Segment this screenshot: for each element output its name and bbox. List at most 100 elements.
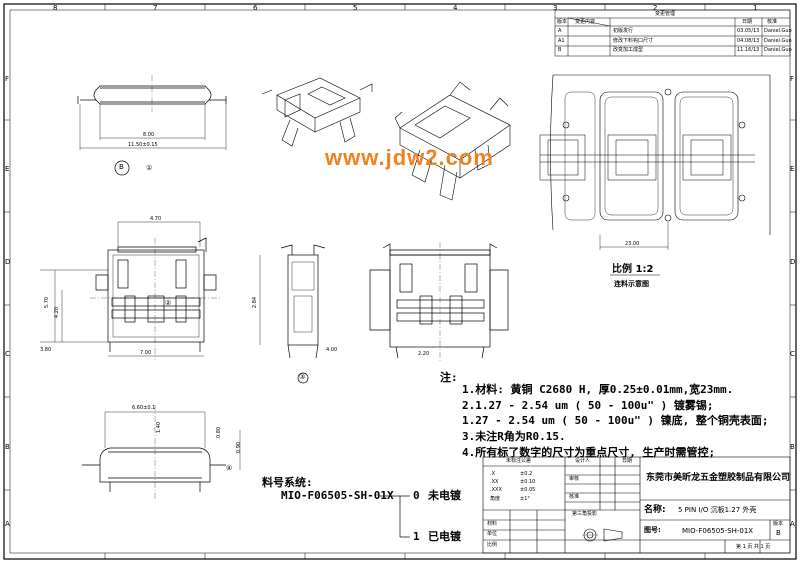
unit-label: 单位: [487, 531, 498, 537]
material-label: 材料: [487, 521, 498, 527]
strip-diagram: [539, 74, 771, 276]
zone-label: 2: [653, 4, 658, 12]
zone-label: 3: [553, 4, 558, 12]
tolerance-value: ±0.10: [520, 479, 536, 485]
zone-label: B: [5, 443, 10, 451]
projection-label: 第三角投影: [572, 511, 598, 517]
revision-date: 04.08/13: [737, 38, 760, 44]
note-item: 4.所有标了数字的尺寸为重点尺寸, 生产时需管控;: [462, 446, 716, 459]
revision-by: Daniel.Guo: [764, 38, 792, 44]
part-option-code: 1: [413, 530, 420, 543]
notes-title: 注:: [440, 371, 458, 384]
zone-label: D: [790, 258, 796, 266]
version-label: 版本: [773, 521, 784, 527]
revision-desc: 初版发行: [613, 28, 634, 34]
view-balloon: ④: [226, 464, 233, 472]
part-series-number: MIO-F06505-SH-01X: [281, 489, 394, 502]
part-option-desc: 未电镀: [428, 489, 461, 502]
part-series-bracket: [380, 495, 410, 538]
dimension-label: 6.60±0.1: [132, 405, 156, 411]
tolerance-value: ±0.05: [520, 487, 536, 493]
dimension-label: 0.80: [216, 426, 223, 439]
zone-label: A: [790, 520, 795, 528]
revision-header: 日期: [742, 19, 753, 25]
bottom-view: [82, 405, 241, 500]
revision-date: 03.05/13: [737, 28, 760, 34]
company-name: 东莞市美昕龙五金塑胶制品有限公司: [646, 473, 791, 483]
revision-by: Daniel.Guo: [764, 47, 792, 53]
note-item: 1.材料: 黄铜 C2680 H, 厚0.25±0.01mm,宽23mm.: [462, 383, 734, 396]
revision-header: 变更内容: [575, 19, 596, 25]
watermark-text: www.jdw2.com: [325, 145, 494, 170]
tolerance-label: 角度: [490, 496, 501, 502]
tolerance-title: 未标注公差: [506, 458, 532, 464]
zone-label: 7: [153, 4, 158, 12]
zone-label: C: [5, 350, 10, 358]
drawing-no-label: 图号:: [644, 526, 661, 534]
zone-label: D: [5, 258, 11, 266]
strip-diagram-label: 连料示意图: [614, 280, 649, 288]
dimension-label: 3.80: [40, 347, 52, 353]
scale-cell-label: 比例: [487, 542, 498, 548]
dimension-label: 2.20: [418, 351, 430, 357]
zone-label: 1: [753, 4, 758, 12]
zone-label: 8: [53, 4, 58, 12]
tolerance-value: ±1°: [520, 496, 530, 502]
zone-label: A: [5, 520, 10, 528]
dimension-label: 8.00: [143, 132, 155, 138]
revision-desc: 改变加工成型: [613, 47, 644, 53]
revision-by: Daniel.Guo: [764, 28, 792, 34]
zone-label: F: [790, 75, 795, 83]
part-series-label: 料号系统:: [262, 476, 313, 489]
tolerance-value: ±0.2: [520, 471, 533, 477]
dimension-label: 5.70: [44, 296, 51, 309]
zone-label: E: [5, 165, 10, 173]
isometric-view-1: [261, 77, 373, 147]
dimension-label: 23.00: [625, 241, 640, 247]
tolerance-label: .XXX: [490, 487, 502, 493]
part-option-code: 0: [413, 489, 420, 502]
side-view-3: [259, 244, 326, 384]
revision-header: 版本: [557, 19, 568, 25]
revision-rev: B: [558, 47, 562, 53]
date-label: 日期: [622, 458, 633, 464]
revision-desc: 修改下料钩口尺寸: [613, 38, 654, 44]
revision-header: 核准: [767, 19, 778, 25]
tolerance-label: .XX: [490, 479, 499, 485]
revision-rev: A: [558, 28, 562, 34]
tolerance-label: .X: [490, 471, 496, 477]
scale-label: 比例 1:2: [612, 264, 654, 275]
zone-label: 4: [453, 4, 458, 12]
revision-rev: A1: [558, 38, 565, 44]
dimension-label: 4.00: [326, 347, 338, 353]
revision-date: 11.16/13: [737, 47, 760, 53]
name-label: 名称:: [644, 505, 666, 515]
dimension-label: 7.00: [140, 350, 152, 356]
zone-label: 6: [253, 4, 258, 12]
rear-view: [369, 242, 509, 362]
checked-label: 审核: [569, 476, 580, 482]
dimension-label: 0.90: [236, 441, 243, 454]
dimension-label: 1.40: [156, 421, 163, 434]
zone-label: F: [5, 75, 10, 83]
revision-table-grid: [554, 9, 791, 57]
part-name: 5 PIN I/O 沉板1.27 外壳: [678, 506, 757, 514]
zone-label: E: [790, 165, 795, 173]
front-view-top: [77, 75, 227, 176]
approved-label: 核准: [569, 494, 580, 500]
version-value: B: [776, 529, 781, 537]
view-balloon: ①: [146, 164, 153, 172]
note-item: 3.未注R角为R0.15.: [462, 430, 566, 443]
dimension-label: 11.50±0.15: [128, 142, 158, 148]
note-item: 2.1.27 - 2.54 um ( 50 - 100u" ) 镀雾锡;: [462, 399, 714, 412]
revision-table-title: 变更管理: [655, 11, 676, 17]
zone-label: C: [790, 350, 795, 358]
zone-label: B: [790, 443, 795, 451]
drawing-number: MIO-F06505-SH-01X: [682, 527, 754, 535]
front-view-main: [40, 221, 220, 360]
dimension-label: 4.20: [54, 306, 61, 319]
sheet-count: 第 1 页 共 1 页: [736, 544, 771, 550]
part-option-desc: 已电镀: [428, 530, 461, 543]
